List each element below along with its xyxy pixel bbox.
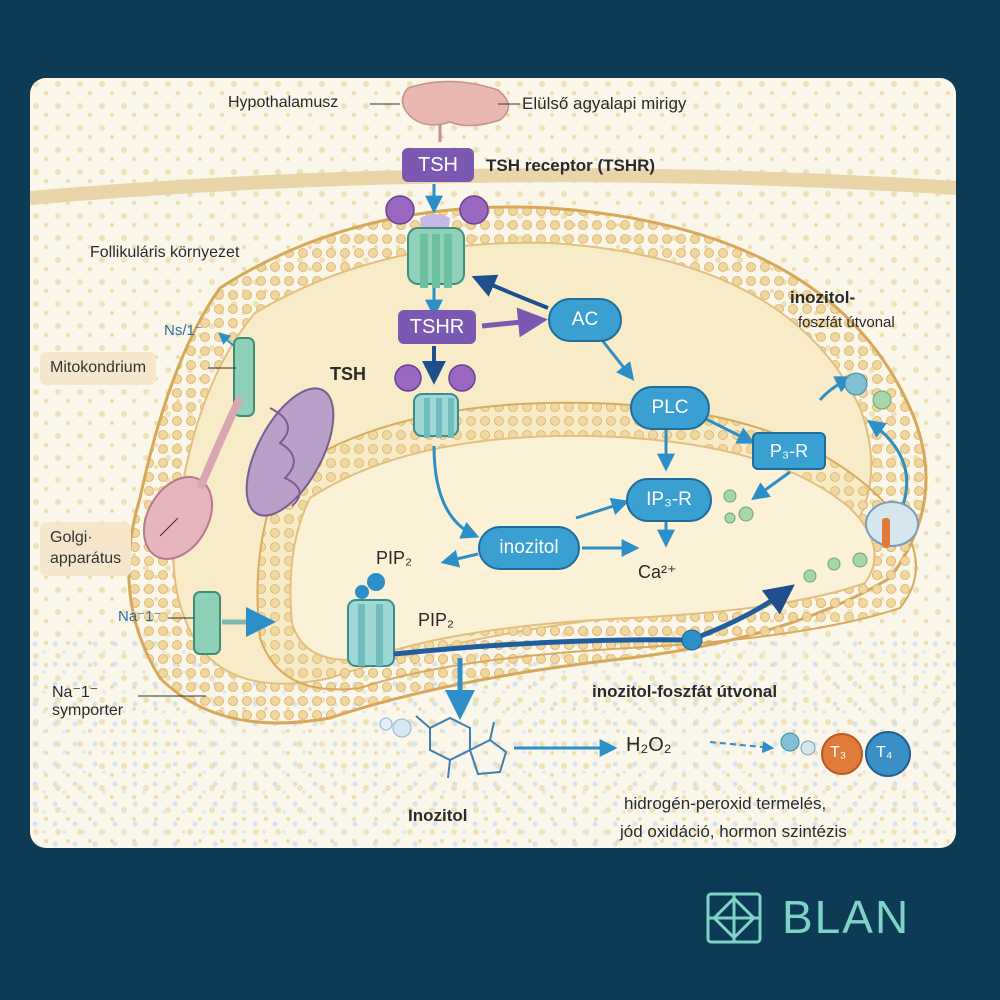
receptor-helix-3 (444, 234, 452, 288)
h2o2-label: H₂O₂ (626, 734, 672, 756)
brand-mark-icon (706, 892, 762, 944)
na-symporter-line1: Na⁻1⁻ (52, 684, 99, 701)
iodide-2 (800, 740, 816, 756)
vesicle-2 (872, 390, 892, 410)
t4-label: T₄ (876, 744, 893, 761)
iodide-1 (780, 732, 800, 752)
ca-label: Ca²⁺ (638, 562, 677, 582)
t4-hormone-icon (865, 731, 911, 777)
receptor-helix-2 (432, 234, 440, 288)
golgi-label: Golgi· apparátus (40, 522, 132, 576)
hypothalamus-label: Hypothalamusz (228, 94, 339, 111)
pituitary-gland-icon (401, 80, 510, 127)
golgi-label-line2: apparátus (50, 549, 122, 567)
lumen-flow-arrow (393, 584, 795, 657)
vesicle-5 (724, 512, 736, 524)
receptor-subunit-right (459, 195, 489, 225)
tsh-top-badge: TSH (402, 148, 474, 182)
inositol-pathway-bottom-label: inozitol-foszfát útvonal (592, 682, 778, 701)
inositol-pathway-right-line1: inozitol- (790, 288, 856, 307)
na-symporter-line2: symporter (52, 702, 124, 720)
receptor-subunit-left (385, 195, 415, 225)
ns-channel-icon (233, 337, 255, 417)
mitochondrion-cristae (269, 407, 301, 507)
ip3r-node: IP₃-R (626, 478, 712, 522)
receptor2-helix-2 (436, 398, 442, 438)
p3r-node: P₃-R (752, 432, 826, 470)
vesicle-8 (852, 552, 868, 568)
pip2-left-label: PIP₂ (376, 548, 412, 568)
vesicle-6 (803, 569, 817, 583)
tsh-receptor-text: TSH receptor (TSHR) (486, 156, 656, 175)
diagram-illustration (30, 78, 956, 848)
transporter-helix-1 (358, 604, 365, 666)
golgi-label-line1: Golgi· (50, 529, 93, 546)
golgi-vesicle-path (196, 396, 244, 490)
plc-node: PLC (630, 386, 710, 430)
right-cycle-arrow (867, 419, 909, 509)
receptor2-helix-3 (448, 398, 454, 438)
inositol-to-ip3r-arrow (575, 497, 630, 520)
plc-to-p3r-arrow (703, 416, 756, 444)
mitochondrion-label: Mitokondrium (40, 352, 157, 385)
vesicle-3 (723, 489, 737, 503)
top-membrane-band (30, 168, 956, 205)
result-line2: jód oxidáció, hormon szintézis (620, 822, 847, 841)
ns-channel-arrow (218, 332, 235, 347)
vesicle-7 (827, 557, 841, 571)
diagram-panel: Hypothalamusz Elülső agyalapi mirigy TSH… (30, 78, 956, 848)
inositol-bubble-2 (379, 717, 393, 731)
na-channel-label: Na⁻1⁻ (118, 608, 162, 625)
lumen-ion (681, 629, 703, 651)
na-channel-icon (193, 591, 221, 655)
pip2-transporter-icon (347, 599, 395, 667)
vesicle-1 (844, 372, 868, 396)
t3-hormone-icon (821, 733, 863, 775)
h2o2-to-hormones-arrow (709, 741, 775, 754)
brand-name: BLAN (782, 891, 911, 943)
tsh-to-inositol-arrow (432, 445, 480, 539)
tshr-to-ac-arrow (481, 307, 548, 338)
inositol-pathway-right-line2: foszfát útvonal (798, 314, 895, 331)
tshr-box: TSHR (398, 310, 476, 344)
receptor-helix-1 (420, 234, 428, 288)
inositol-molecule-icon (415, 715, 508, 779)
tsh-mid-label: TSH (330, 364, 366, 384)
pendrin-core (882, 518, 890, 548)
transporter-ion-2 (367, 573, 385, 591)
result-line1: hidrogén-peroxid termelés, (624, 794, 827, 813)
ac-to-plc-arrow (600, 339, 635, 381)
ac-feedback-arrow (471, 274, 549, 310)
na-symporter-label: Na⁻1⁻symporter (52, 684, 123, 721)
inositol-to-pip2-arrow (440, 549, 479, 568)
receptor2-subunit-left (394, 364, 422, 392)
receptor2-subunit-right (448, 364, 476, 392)
inositol-bottom-label: Inozitol (408, 806, 468, 825)
ns-channel-label: Ns/1⁻ (164, 322, 203, 339)
transporter-helix-2 (376, 604, 383, 666)
tsh-receptor-label: TSH receptor (TSHR) (486, 156, 655, 176)
t3-label: T₃ (830, 744, 847, 761)
p3r-to-ip3r-arrow (751, 470, 791, 501)
brand-logo: BLAN (702, 888, 942, 948)
receptor2-helix-1 (424, 398, 430, 438)
pendrin-transporter-icon (865, 501, 919, 547)
inositol-node: inozitol (478, 526, 580, 570)
follicular-label: Follikuláris környezet (90, 244, 240, 261)
transporter-ion-1 (355, 585, 369, 599)
vesicle-4 (738, 506, 754, 522)
ac-node: AC (548, 298, 622, 342)
inositol-bubble-1 (392, 718, 412, 738)
pituitary-label: Elülső agyalapi mirigy (522, 94, 687, 113)
golgi-leader (159, 517, 179, 537)
pip2-membrane-label: PIP₂ (418, 610, 454, 630)
